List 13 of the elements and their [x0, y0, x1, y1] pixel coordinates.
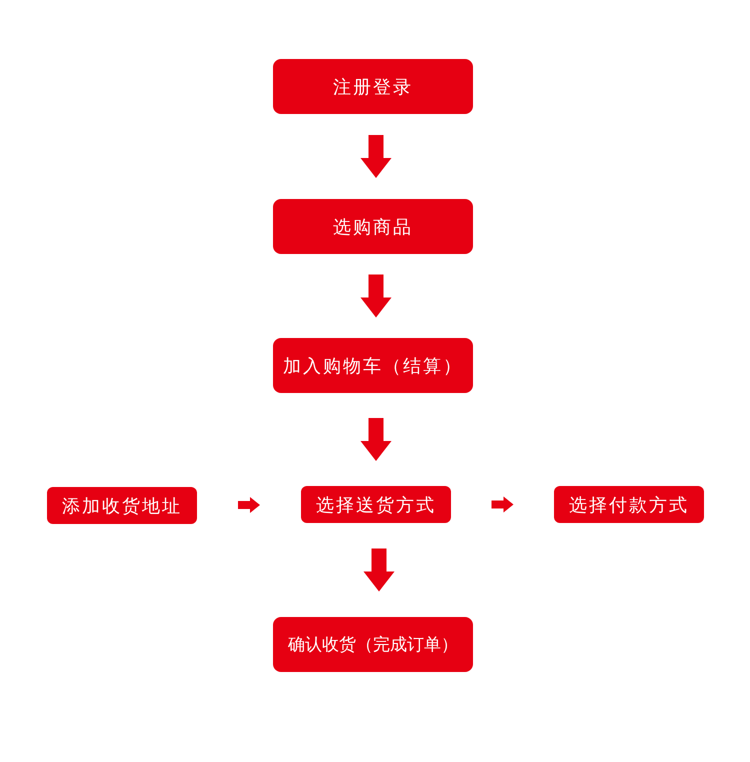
process-box: 选择付款方式 — [554, 486, 704, 523]
arrow — [492, 496, 514, 512]
process-box: 选购商品 — [273, 199, 473, 254]
arrow — [238, 497, 260, 513]
process-box: 加入购物车（结算） — [273, 338, 473, 393]
arrow — [360, 418, 392, 461]
process-box: 选择送货方式 — [301, 486, 451, 523]
process-box: 添加收货地址 — [47, 487, 197, 524]
process-box: 注册登录 — [273, 59, 473, 114]
arrow — [364, 548, 394, 592]
process-box: 确认收货（完成订单） — [273, 617, 473, 672]
arrow — [360, 135, 392, 178]
arrow — [360, 274, 392, 318]
